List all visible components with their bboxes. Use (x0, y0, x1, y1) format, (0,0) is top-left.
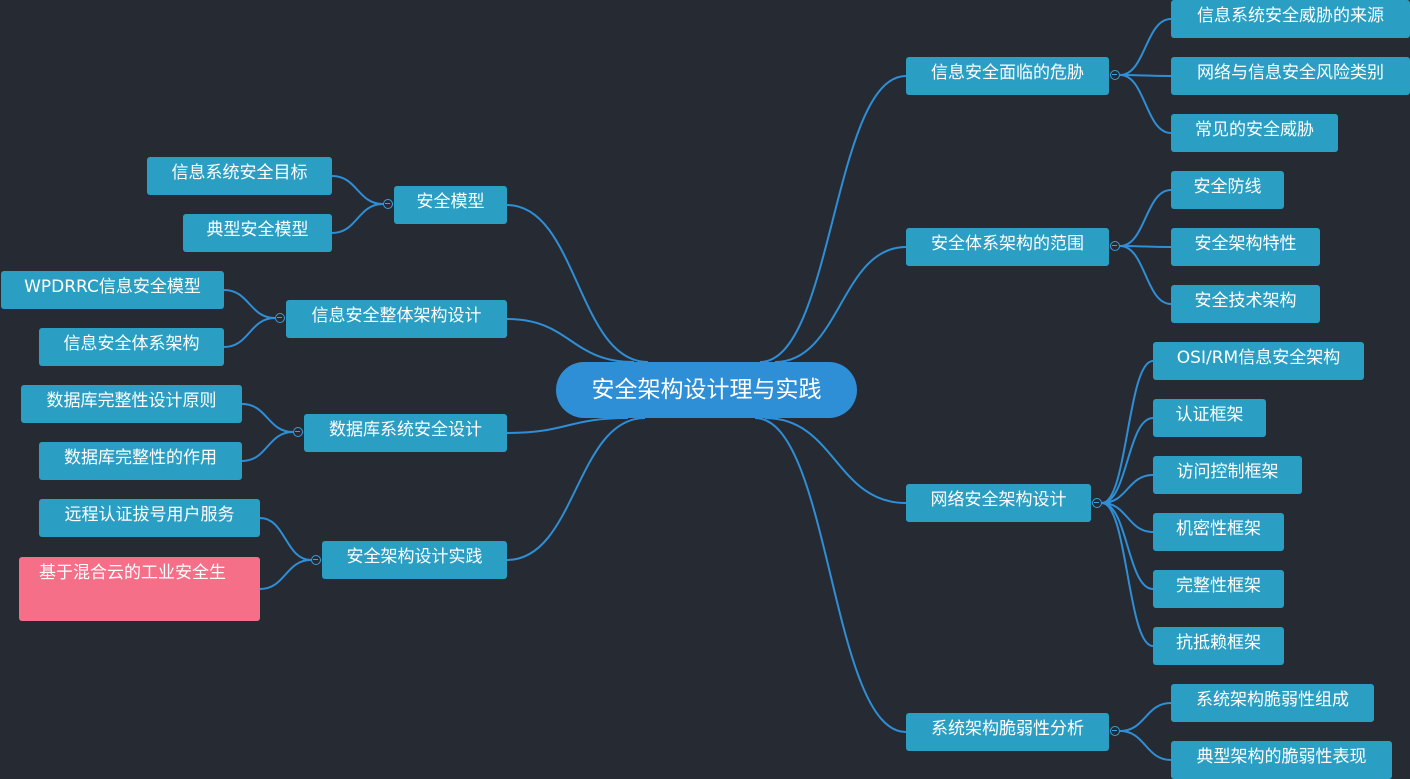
connector-root-scope (774, 246, 907, 363)
connector-scope-0 (1119, 189, 1172, 247)
leaf-integrity-framework[interactable]: 完整性框架 (1153, 570, 1284, 608)
connector-root-vulnerability (754, 417, 907, 733)
connector-threats-0 (1119, 18, 1172, 76)
connector-network-1 (1101, 417, 1154, 504)
connector-network-2 (1101, 474, 1154, 504)
connector-root-practice (506, 417, 646, 561)
branch-design-practice[interactable]: 安全架构设计实践 (322, 541, 507, 579)
connector-vulnerability-0 (1119, 702, 1172, 732)
connector-network-4 (1101, 502, 1154, 590)
collapse-toggle-security-model[interactable] (382, 198, 393, 209)
leaf-wpdrrc-model[interactable]: WPDRRC信息安全模型 (1, 271, 224, 309)
branch-threats[interactable]: 信息安全面临的危胁 (906, 57, 1109, 95)
connector-scope-2 (1119, 245, 1172, 305)
connector-root-model (506, 204, 649, 363)
leaf-defense-lines[interactable]: 安全防线 (1171, 171, 1284, 209)
leaf-db-integrity-principles[interactable]: 数据库完整性设计原则 (21, 385, 242, 423)
leaf-vulnerability-composition[interactable]: 系统架构脆弱性组成 (1171, 684, 1374, 722)
branch-network-security[interactable]: 网络安全架构设计 (906, 484, 1091, 522)
leaf-access-control-framework[interactable]: 访问控制框架 (1153, 456, 1302, 494)
leaf-risk-categories[interactable]: 网络与信息安全风险类别 (1171, 57, 1410, 95)
collapse-toggle-overall-architecture[interactable] (274, 312, 285, 323)
connector-database-0 (241, 403, 294, 433)
leaf-common-threats[interactable]: 常见的安全威胁 (1171, 114, 1338, 152)
connector-model-1 (331, 203, 384, 234)
leaf-osi-rm-architecture[interactable]: OSI/RM信息安全架构 (1153, 342, 1364, 380)
leaf-typical-vulnerabilities[interactable]: 典型架构的脆弱性表现 (1171, 741, 1392, 779)
branch-vulnerability-analysis[interactable]: 系统架构脆弱性分析 (906, 713, 1109, 751)
connector-practice-1 (259, 559, 312, 590)
leaf-hybrid-cloud-safety[interactable]: 基于混合云的工业安全生 (19, 557, 260, 621)
connector-overall-0 (223, 289, 276, 319)
leaf-db-integrity-role[interactable]: 数据库完整性的作用 (39, 442, 242, 480)
connector-practice-0 (259, 517, 312, 561)
collapse-toggle-database-security[interactable] (292, 426, 303, 437)
leaf-authentication-framework[interactable]: 认证框架 (1153, 399, 1266, 437)
leaf-non-repudiation-framework[interactable]: 抗抵赖框架 (1153, 627, 1284, 665)
collapse-toggle-architecture-scope[interactable] (1109, 240, 1120, 251)
branch-database-security[interactable]: 数据库系统安全设计 (304, 414, 507, 452)
connector-database-1 (241, 431, 294, 462)
connector-threats-1 (1119, 74, 1172, 77)
collapse-toggle-network-security[interactable] (1091, 497, 1102, 508)
connector-scope-1 (1119, 245, 1172, 248)
leaf-typical-security-model[interactable]: 典型安全模型 (183, 214, 332, 252)
branch-architecture-scope[interactable]: 安全体系架构的范围 (906, 228, 1109, 266)
collapse-toggle-threats[interactable] (1109, 69, 1120, 80)
branch-overall-architecture[interactable]: 信息安全整体架构设计 (286, 300, 507, 338)
connector-network-5 (1101, 502, 1154, 647)
leaf-security-goals[interactable]: 信息系统安全目标 (147, 157, 332, 195)
collapse-toggle-design-practice[interactable] (310, 554, 321, 565)
root-node[interactable]: 安全架构设计理与实践 (556, 362, 857, 418)
connector-root-threats (759, 75, 907, 363)
connector-vulnerability-1 (1119, 730, 1172, 761)
connector-model-0 (331, 175, 384, 205)
connector-root-overall (506, 318, 635, 363)
branch-security-model[interactable]: 安全模型 (394, 186, 507, 224)
connector-network-3 (1101, 502, 1154, 533)
leaf-architecture-features[interactable]: 安全架构特性 (1171, 228, 1320, 266)
leaf-security-system-architecture[interactable]: 信息安全体系架构 (39, 328, 224, 366)
leaf-confidentiality-framework[interactable]: 机密性框架 (1153, 513, 1284, 551)
leaf-radius-service[interactable]: 远程认证拔号用户服务 (39, 499, 260, 537)
connector-overall-1 (223, 317, 276, 348)
leaf-threat-sources[interactable]: 信息系统安全威胁的来源 (1171, 0, 1410, 38)
connector-root-database (506, 417, 629, 434)
connector-threats-2 (1119, 74, 1172, 134)
collapse-toggle-vulnerability-analysis[interactable] (1109, 725, 1120, 736)
leaf-technical-architecture[interactable]: 安全技术架构 (1171, 285, 1320, 323)
connector-root-network (764, 417, 907, 504)
connector-network-0 (1101, 360, 1154, 504)
